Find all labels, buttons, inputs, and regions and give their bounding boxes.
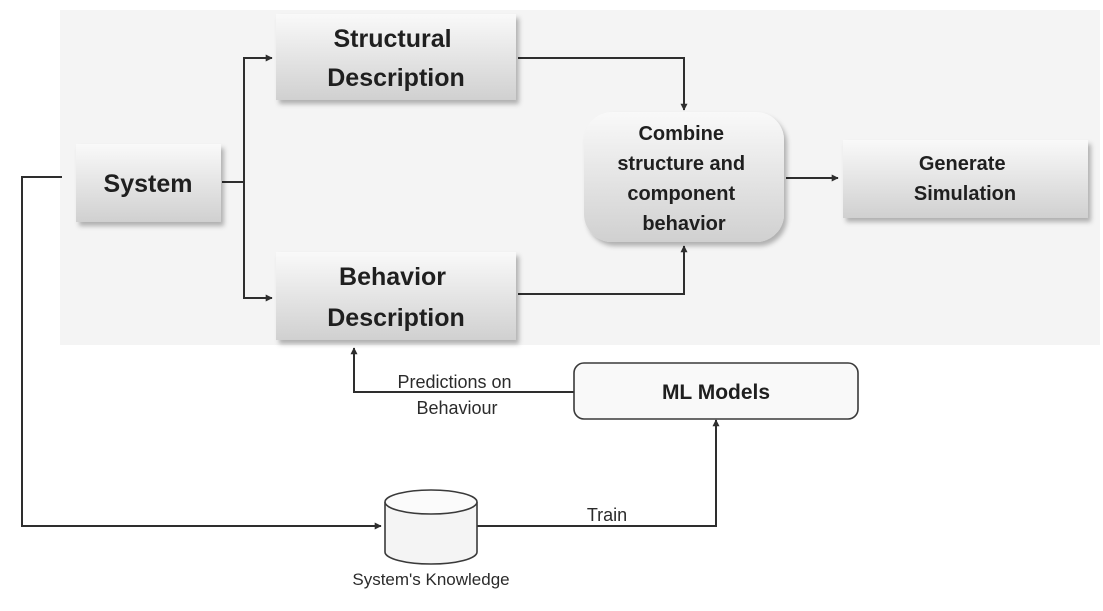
system-label: System [104,170,193,198]
knowledge-database-label: System's Knowledge [352,570,509,589]
connector-behavior-combine [518,245,688,295]
ml-models-node: ML Models [573,362,859,420]
generate-simulation-node: Generate Simulation [843,140,1088,218]
combine-line2: structure and [617,153,745,175]
svg-text:Behavior Description: Behavior Description [327,263,465,332]
combine-line1: Combine [638,123,724,145]
behavior-description-line1: Behavior [339,263,446,291]
structural-description-line2: Description [327,64,465,92]
generate-simulation-line2: Simulation [914,183,1016,205]
connector-system-knowledge [21,176,382,530]
connector-predictions [350,347,574,393]
svg-text:Combine structure and: Combine structure and component behavior [617,123,750,235]
connector-train [477,419,720,527]
behavior-description-node: Behavior Description [276,252,516,340]
generate-simulation-line1: Generate [919,153,1006,175]
predictions-label-line2: Behaviour [416,398,497,418]
structural-description-line1: Structural [333,25,451,53]
knowledge-database-icon [384,489,478,565]
connector-structural-combine [518,57,688,111]
behavior-description-line2: Description [327,304,465,332]
svg-text:Predictions on Behaviour: Predictions on Behaviour [397,372,516,418]
combine-node: Combine structure and component behavior [584,112,784,242]
svg-text:Generate Simulation: Generate Simulation [914,153,1016,205]
ml-models-label: ML Models [662,381,770,404]
connector-to-behavior [243,182,273,302]
combine-line4: behavior [642,213,726,235]
svg-text:Structural Description: Structural Description [327,25,465,92]
connector-to-structural [243,54,273,182]
structural-description-node: Structural Description [276,14,516,100]
train-label: Train [587,505,627,525]
system-node: System [76,144,221,222]
predictions-label-line1: Predictions on [397,372,511,392]
combine-line3: component [627,183,735,205]
